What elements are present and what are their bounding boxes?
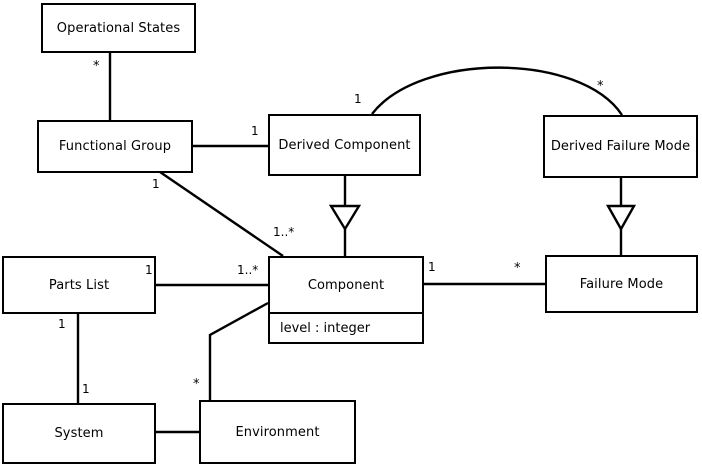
multiplicity-component-failure-mode-near-failure-mode: *: [514, 261, 521, 276]
multiplicity-parts-list-system-near-parts-list: 1: [58, 317, 66, 331]
class-name-derived-failure-mode: Derived Failure Mode: [550, 139, 691, 154]
connector-environment-component: [208, 301, 269, 400]
multiplicity-parts-list-component-near-parts-list: 1: [145, 263, 153, 277]
class-box-environment[interactable]: Environment: [199, 400, 356, 464]
generalization-triangle-derived-failure-mode: [605, 204, 637, 232]
class-box-functional-group[interactable]: Functional Group: [37, 120, 193, 173]
class-attribute-component-level: level : integer: [270, 312, 422, 342]
class-box-system[interactable]: System: [2, 403, 156, 464]
class-name-system: System: [54, 426, 104, 441]
multiplicity-functional-group-derived-component: 1: [251, 124, 259, 138]
multiplicity-component-failure-mode-near-component: 1: [428, 260, 436, 274]
connector-functional-group-component: [159, 171, 284, 257]
multiplicity-parts-list-component-near-component: 1..*: [237, 263, 259, 277]
multiplicity-functional-group-component-near-functional-group: 1: [152, 177, 160, 191]
multiplicity-functional-group-component-near-component: 1..*: [273, 225, 295, 239]
class-name-operational-states: Operational States: [56, 20, 181, 36]
class-box-derived-failure-mode[interactable]: Derived Failure Mode: [543, 115, 698, 178]
generalization-triangle-derived-component: [328, 204, 362, 232]
class-box-failure-mode[interactable]: Failure Mode: [545, 255, 698, 313]
class-box-parts-list[interactable]: Parts List: [2, 256, 156, 314]
class-name-functional-group: Functional Group: [58, 139, 172, 154]
class-name-derived-component: Derived Component: [278, 137, 411, 153]
multiplicity-derived-component-arc-near-derived-failure-mode: *: [597, 79, 604, 94]
class-name-environment: Environment: [235, 424, 320, 440]
multiplicity-operational-states-functional-group: *: [93, 59, 100, 74]
multiplicity-derived-component-arc-near-derived-component: 1: [354, 92, 362, 106]
class-name-parts-list: Parts List: [48, 277, 110, 293]
class-box-operational-states[interactable]: Operational States: [41, 3, 196, 53]
multiplicity-environment-component: *: [193, 377, 200, 392]
connector-derived-component-derived-failure-mode: [371, 66, 623, 116]
class-box-derived-component[interactable]: Derived Component: [268, 114, 421, 176]
class-name-component: Component: [307, 277, 385, 293]
class-box-component[interactable]: Component level : integer: [268, 256, 424, 344]
multiplicity-parts-list-system-near-system: 1: [82, 382, 90, 396]
class-name-failure-mode: Failure Mode: [579, 276, 664, 292]
